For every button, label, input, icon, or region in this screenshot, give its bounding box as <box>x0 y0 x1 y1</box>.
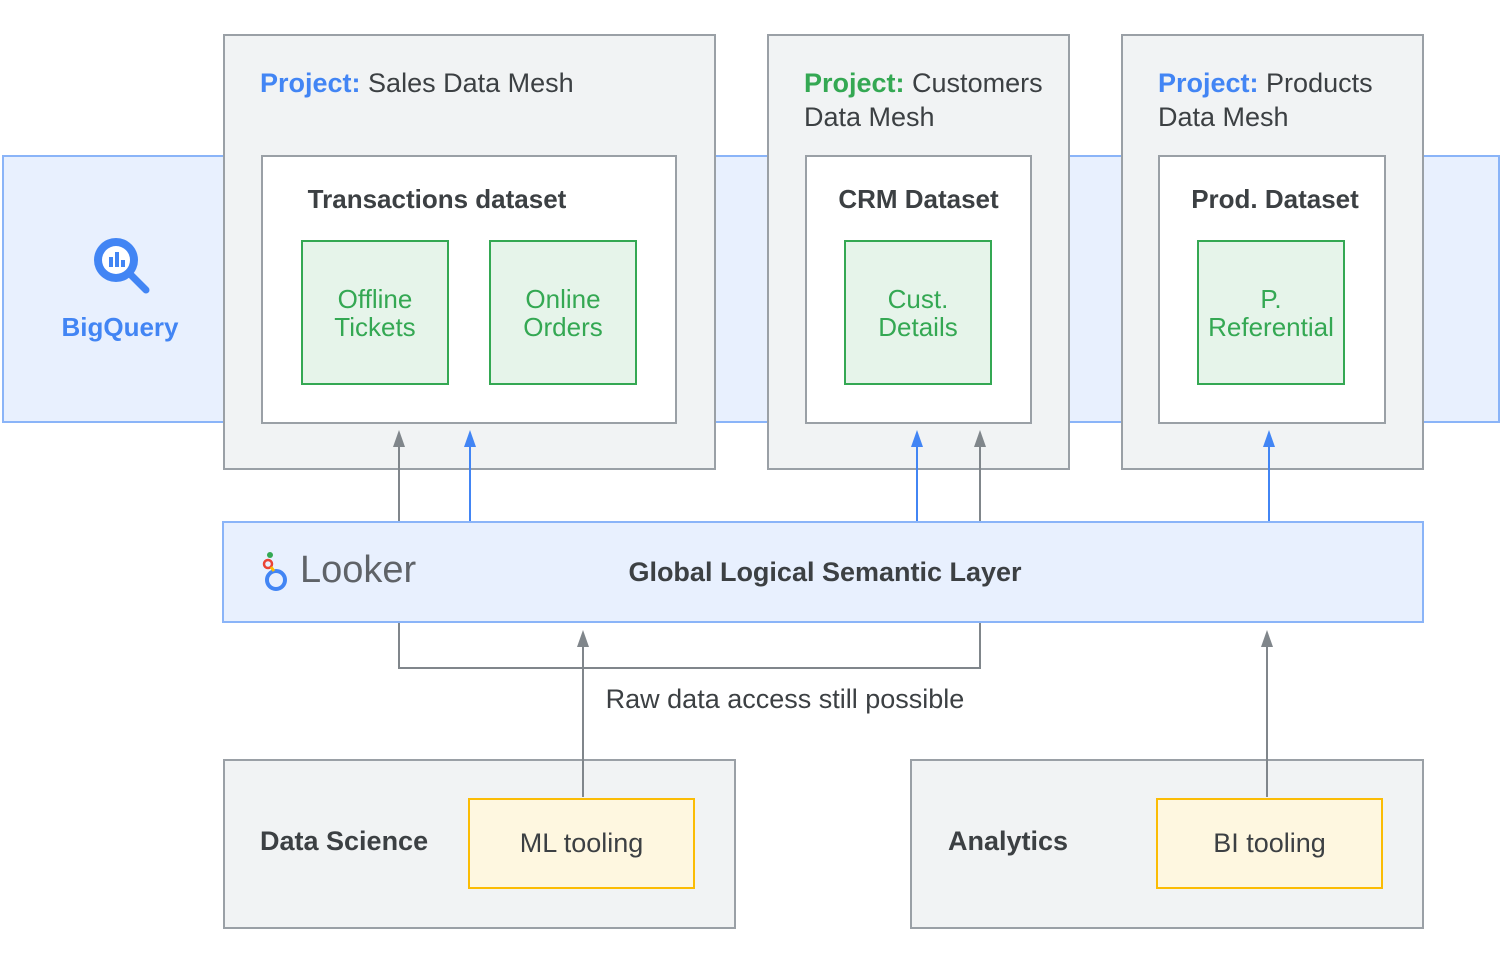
table-label-line2: Orders <box>523 311 603 342</box>
looker-icon <box>262 552 287 591</box>
project-name: Products <box>1266 68 1373 98</box>
raw-access-bracket <box>398 623 981 669</box>
project-sales-title: Project: Sales Data Mesh <box>260 66 574 100</box>
project-customers-title: Project: Customers Data Mesh <box>804 66 1043 134</box>
project-keyword: Project: <box>1158 68 1259 98</box>
table-offline-tickets: Offline Tickets <box>301 240 449 385</box>
dataset-title: CRM Dataset <box>838 184 999 214</box>
table-label-line2: Tickets <box>334 311 416 342</box>
project-name: Sales Data Mesh <box>368 68 574 98</box>
raw-access-label: Raw data access still possible <box>605 684 965 714</box>
bigquery-icon <box>94 238 150 294</box>
project-name: Data Mesh <box>1158 102 1289 132</box>
arrowhead <box>1261 630 1273 647</box>
consumer-label: Data Science <box>260 826 429 856</box>
dataset-title: Prod. Dataset <box>1191 184 1359 214</box>
consumer-label: Analytics <box>948 826 1069 856</box>
table-label-line2: Details <box>878 311 958 342</box>
table-label-line1: Cust. <box>887 283 949 314</box>
semantic-layer-label: Global Logical Semantic Layer <box>628 557 1022 587</box>
project-keyword: Project: <box>260 68 361 98</box>
dataset-title: Transactions dataset <box>307 184 567 214</box>
project-name: Data Mesh <box>804 102 935 132</box>
project-name: Customers <box>912 68 1043 98</box>
table-label-line1: Online <box>525 283 601 314</box>
looker-brand: Looker <box>300 549 417 591</box>
table-label-line1: P. <box>1260 283 1282 314</box>
table-label-line1: Offline <box>337 283 413 314</box>
table-p-referential: P. Referential <box>1197 240 1345 385</box>
tool-ml: ML tooling <box>468 798 695 889</box>
bigquery-label: BigQuery <box>61 312 179 342</box>
project-keyword: Project: <box>804 68 905 98</box>
table-label-line2: Referential <box>1208 311 1334 342</box>
table-cust-details: Cust. Details <box>844 240 992 385</box>
arrowhead <box>577 630 589 647</box>
looker-semantic-layer <box>222 521 1424 623</box>
project-products-title: Project: Products Data Mesh <box>1158 66 1373 134</box>
table-online-orders: Online Orders <box>489 240 637 385</box>
tool-bi: BI tooling <box>1156 798 1383 889</box>
